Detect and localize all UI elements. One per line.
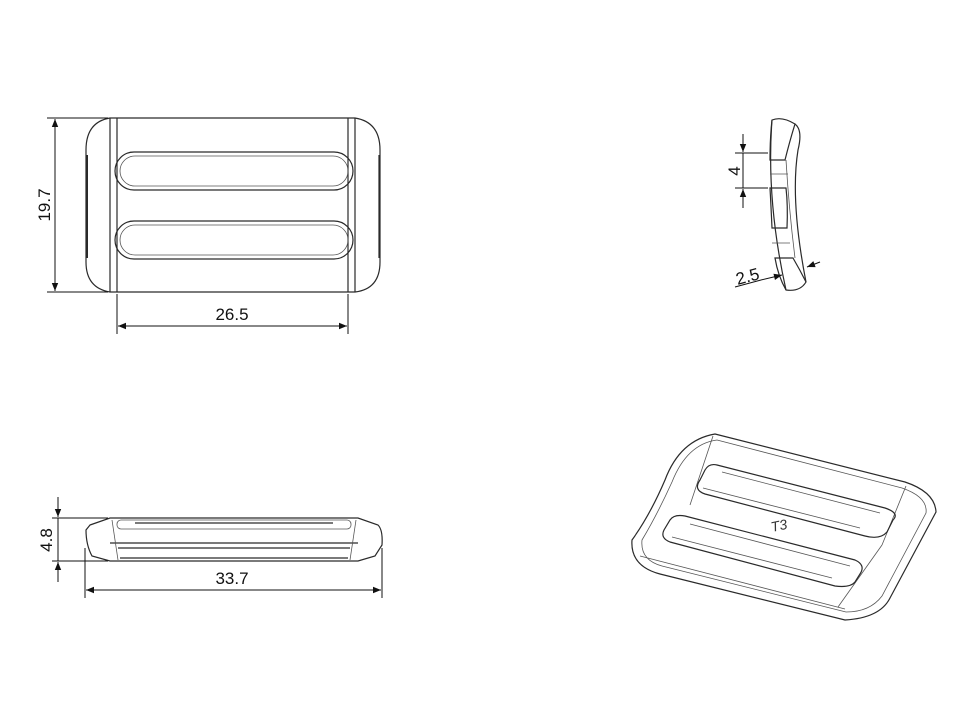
thickness-dimension: 4.8 [37,528,56,552]
height-dimension: 19.7 [35,188,54,221]
side-view: 4.8 33.7 [37,497,383,598]
top-view: 19.7 26.5 [35,117,381,334]
isometric-view: T3 [631,433,937,621]
iso-slot-upper [696,463,896,538]
length-dimension: 33.7 [215,569,248,588]
slot-dimension: 4 [725,166,744,175]
wall-dimension: 2.5 [734,264,762,288]
iso-slot-lower [662,514,863,588]
section-view: 4 2.5 [725,118,821,291]
slot-lower [114,220,354,260]
slot-upper [114,151,354,191]
width-dimension: 26.5 [215,305,248,324]
part-marking: T3 [769,516,789,535]
